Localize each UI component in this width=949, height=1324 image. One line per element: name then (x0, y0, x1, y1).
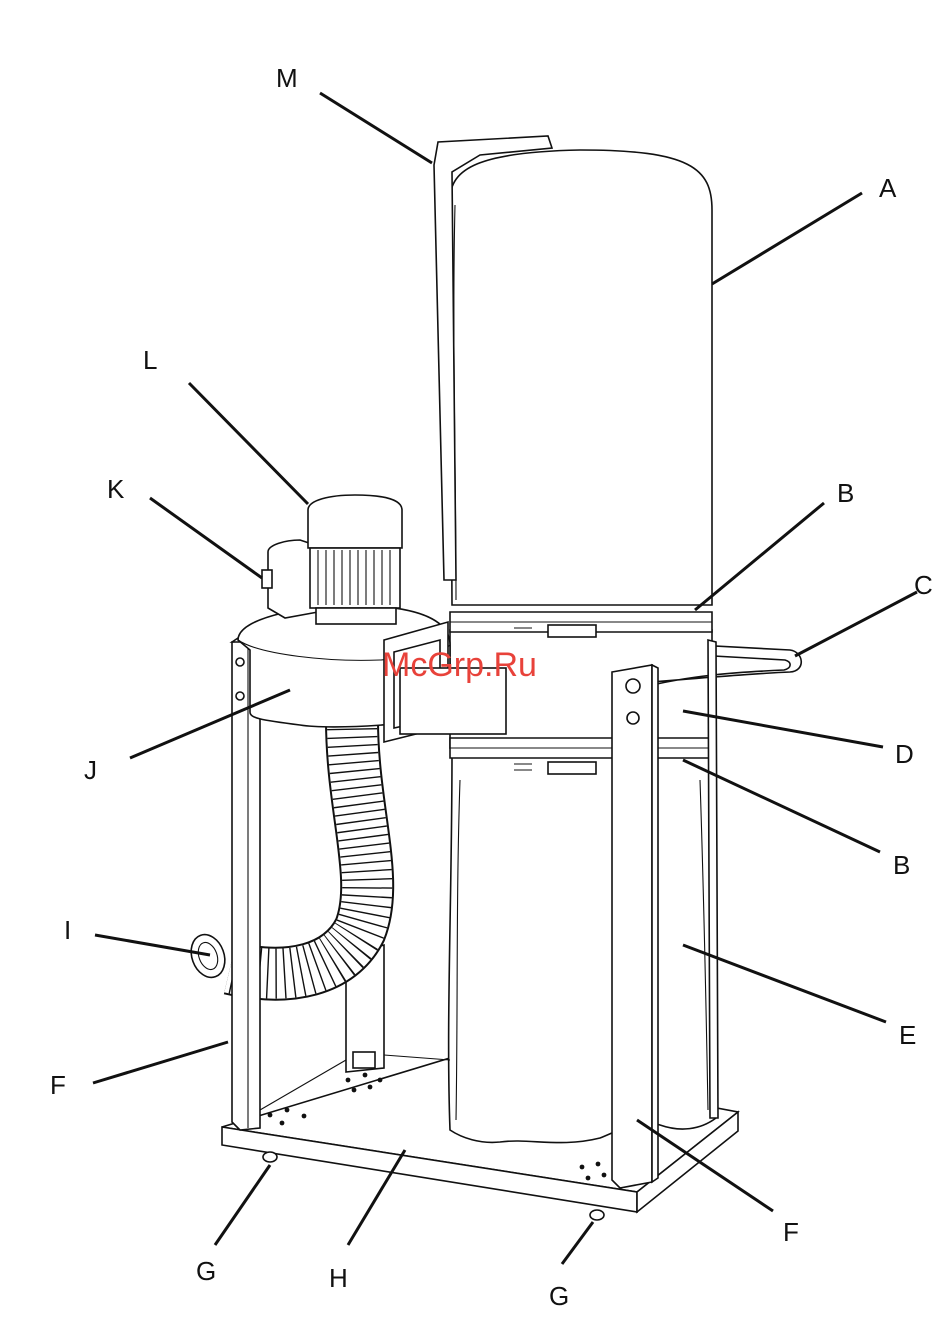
label-i: I (64, 915, 71, 945)
label-b-lower: B (893, 850, 910, 880)
label-j: J (84, 755, 97, 785)
label-m: M (276, 63, 298, 93)
right-front-post (612, 665, 658, 1188)
motor (308, 495, 402, 624)
label-l: L (143, 345, 157, 375)
label-k: K (107, 474, 125, 504)
watermark: McGrp.Ru (382, 646, 537, 684)
label-e: E (899, 1020, 916, 1050)
label-d: D (895, 739, 914, 769)
label-f-left: F (50, 1070, 66, 1100)
label-f-right: F (783, 1217, 799, 1247)
label-g-left: G (196, 1256, 216, 1286)
filter-bag (450, 150, 712, 605)
collection-bag (449, 752, 716, 1143)
intake-hose (185, 720, 367, 982)
label-h: H (329, 1263, 348, 1293)
right-rear-post (708, 640, 718, 1118)
label-b-upper: B (837, 478, 854, 508)
label-g-right: G (549, 1281, 569, 1311)
caster-right (590, 1210, 604, 1220)
label-a: A (879, 173, 897, 203)
caster-left (263, 1152, 277, 1162)
label-c: C (914, 570, 933, 600)
